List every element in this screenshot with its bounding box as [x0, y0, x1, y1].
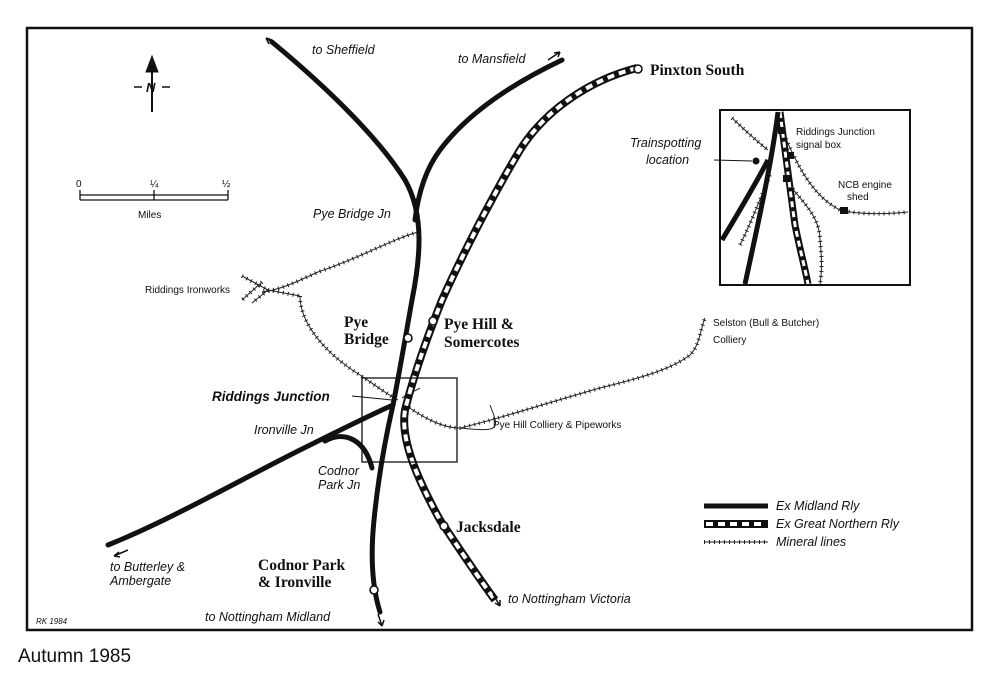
codnor-park-station — [369, 585, 379, 595]
to-mansfield-label: to Mansfield — [458, 52, 526, 66]
compass-letter: N — [146, 80, 156, 95]
scale-unit: Miles — [138, 210, 161, 221]
selston-colliery-label-1: Selston (Bull & Butcher) — [713, 318, 819, 329]
inset-map — [713, 109, 911, 286]
inset-locator-box — [361, 377, 458, 463]
to-nottingham-victoria-label: to Nottingham Victoria — [508, 592, 631, 606]
engine-shed-label-1: NCB engine — [838, 180, 892, 191]
pye-hill-label-2: Somercotes — [444, 334, 519, 351]
to-sheffield-label: to Sheffield — [312, 43, 376, 57]
midland-lines — [105, 39, 565, 615]
scale-bar — [79, 190, 229, 201]
pye-hill-label-1: Pye Hill & — [444, 316, 514, 333]
codnor-park-jn-label-2: Park Jn — [318, 478, 360, 492]
pye-bridge-label-1: Pye — [344, 314, 368, 331]
station-markers — [369, 64, 643, 595]
signal-box-label-2: signal box — [796, 140, 841, 151]
ironville-jn-label: Ironville Jn — [254, 423, 314, 437]
riddings-junction-label: Riddings Junction — [212, 389, 330, 404]
legend-mineral: Mineral lines — [776, 535, 846, 549]
legend-midland: Ex Midland Rly — [776, 499, 860, 513]
pye-hill-station — [428, 316, 438, 326]
codnor-park-label-1: Codnor Park — [258, 557, 346, 574]
trainspotting-label-2: location — [646, 153, 689, 167]
map-caption: Autumn 1985 — [18, 646, 132, 667]
pye-hill-colliery-label: Pye Hill Colliery & Pipeworks — [493, 420, 621, 431]
jacksdale-station — [439, 521, 449, 531]
direction-arrows — [113, 37, 561, 627]
codnor-park-jn-label-1: Codnor — [318, 464, 360, 478]
pye-bridge-label-2: Bridge — [344, 331, 389, 348]
to-nottingham-midland-label: to Nottingham Midland — [205, 610, 331, 624]
selston-colliery-label-2: Colliery — [713, 335, 746, 346]
scale-tick-half: ½ — [222, 179, 231, 190]
legend — [704, 503, 768, 544]
to-butterley-label-1: to Butterley & — [110, 560, 185, 574]
signal-box-label-1: Riddings Junction — [796, 127, 875, 138]
codnor-park-label-2: & Ironville — [258, 574, 331, 591]
riddings-ironworks-label: Riddings Ironworks — [145, 285, 230, 296]
pinxton-south-label: Pinxton South — [650, 62, 745, 79]
riddings-pointer — [351, 395, 393, 401]
credit-mark: RK 1984 — [36, 617, 68, 626]
legend-great-northern: Ex Great Northern Rly — [776, 517, 900, 531]
pinxton-south-station — [633, 64, 643, 74]
trainspotting-label-1: Trainspotting — [630, 136, 701, 150]
engine-shed-label-2: shed — [847, 192, 869, 203]
scale-tick-0: 0 — [76, 179, 82, 190]
scale-tick-quarter: ¼ — [150, 178, 159, 190]
to-butterley-label-2: Ambergate — [109, 574, 171, 588]
map-frame — [25, 26, 974, 632]
pye-bridge-jn-label: Pye Bridge Jn — [313, 207, 391, 221]
pye-bridge-station — [403, 333, 413, 343]
compass — [134, 54, 170, 112]
jacksdale-label: Jacksdale — [456, 519, 521, 536]
